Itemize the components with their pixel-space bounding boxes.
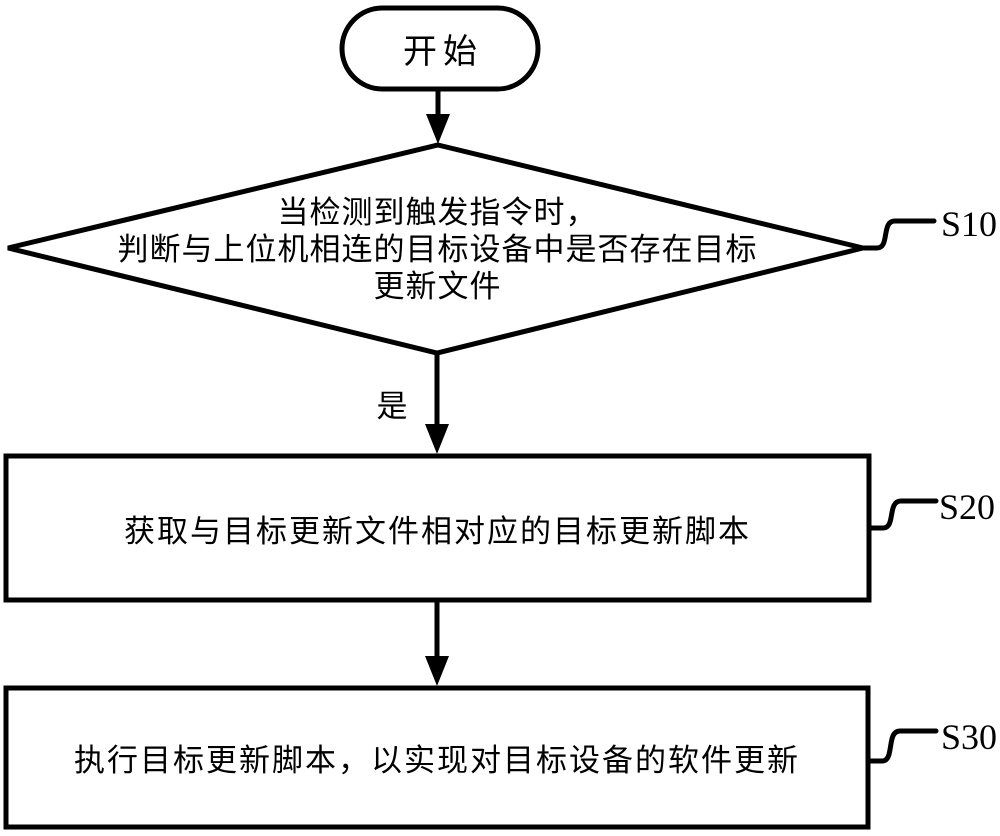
step-id-s30: S30 bbox=[941, 717, 998, 757]
arrow-decision-to-step1-head bbox=[425, 424, 449, 454]
s30-lead-line bbox=[865, 728, 939, 764]
step-id-s10: S10 bbox=[941, 204, 998, 244]
start-node-label: 开始 bbox=[403, 34, 483, 71]
decision-text-line3: 更新文件 bbox=[373, 269, 502, 304]
arrow-step1-to-step2-head bbox=[425, 656, 449, 686]
step1-label: 获取与目标更新文件相对应的目标更新脚本 bbox=[124, 513, 751, 549]
step2-box-shape bbox=[3, 685, 871, 830]
s20-lead-line bbox=[866, 498, 939, 531]
step2-label: 执行目标更新脚本，以实现对目标设备的软件更新 bbox=[74, 743, 800, 778]
step-id-s20: S20 bbox=[939, 487, 996, 527]
yes-branch-label: 是 bbox=[376, 389, 408, 424]
decision-text: 当检测到触发指令时， 判断与上位机相连的目标设备中是否存在目标 更新文件 bbox=[60, 194, 815, 305]
arrow-start-to-decision-head bbox=[426, 114, 450, 144]
decision-text-line2: 判断与上位机相连的目标设备中是否存在目标 bbox=[117, 232, 758, 267]
decision-text-line1: 当检测到触发指令时， bbox=[277, 195, 598, 230]
s10-lead-line bbox=[860, 218, 937, 251]
